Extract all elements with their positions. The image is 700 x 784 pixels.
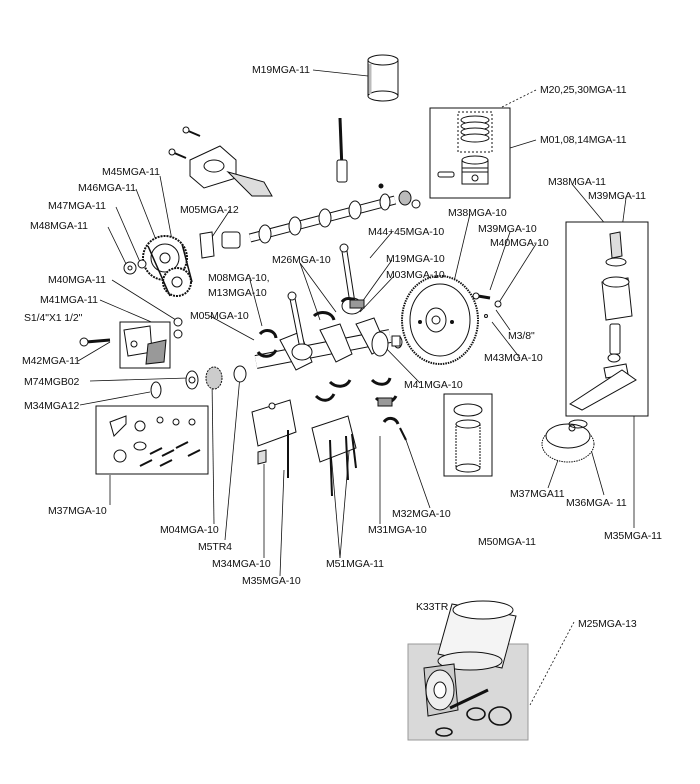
label-m42mga-11: M42MGA-11 [22, 355, 80, 367]
label-m47mga-11: M47MGA-11 [48, 200, 106, 212]
spigot-bush [391, 335, 401, 347]
label-m41mga-10: M41MGA-10 [404, 379, 463, 391]
label-m40mga-10: M40MGA-10 [490, 237, 549, 249]
label-m38mga-11: M38MGA-11 [548, 176, 606, 188]
label-m34mga12: M34MGA12 [24, 400, 80, 412]
label-m05mga-12: M05MGA-12 [180, 204, 239, 216]
label-m31mga-10: M31MGA-10 [368, 524, 427, 536]
label-m74mgb02: M74MGB02 [24, 376, 80, 388]
timing-gears [123, 235, 193, 297]
front-plate-gasket [199, 231, 215, 259]
label-m34mga-10: M34MGA-10 [212, 558, 271, 570]
label-m08mga-10: M08MGA-10, [208, 272, 270, 284]
label-m40mga-11: M40MGA-11 [48, 274, 106, 286]
label-m04mga-10: M04MGA-10 [160, 524, 219, 536]
bolt-s14 [79, 337, 111, 347]
label-m44-45mga-10: M44+45MGA-10 [368, 226, 445, 238]
lock-tab-box [95, 405, 209, 475]
label-m01-08-14mga-11: M01,08,14MGA-11 [540, 134, 627, 146]
label-m32mga-10: M32MGA-10 [392, 508, 451, 520]
label-m20-25-30mga-11: M20,25,30MGA-11 [540, 84, 627, 96]
label-m37mga-10: M37MGA-10 [48, 505, 107, 517]
label-m35mga-10: M35MGA-10 [242, 575, 301, 587]
tensioner-washer [173, 317, 183, 327]
oil-pump-box [565, 221, 649, 417]
label-m13mga-10: M13MGA-10 [208, 287, 267, 299]
label-m51mga-11: M51MGA-11 [326, 558, 384, 570]
label-m45mga-11: M45MGA-11 [102, 166, 160, 178]
oil-strainer-box [443, 393, 493, 477]
label-m36mga-11: M36MGA- 11 [566, 497, 627, 509]
main-bearing-caps [251, 399, 357, 497]
label-s14x1-12: S1/4"X1 1/2" [24, 312, 83, 324]
label-m38mga-10: M38MGA-10 [448, 207, 507, 219]
flywheel [391, 275, 479, 365]
tensioner-box [119, 321, 171, 369]
label-m43mga-10: M43MGA-10 [484, 352, 543, 364]
thrust-washers [382, 416, 407, 441]
spin-on-filter-kit [407, 600, 529, 741]
label-m39mga-10: M39MGA-10 [478, 223, 537, 235]
label-m03mga-10: M03MGA-10 [386, 269, 445, 281]
label-m05mga-10: M05MGA-10 [190, 310, 249, 322]
crankshaft [254, 317, 403, 371]
valve-gear [336, 117, 384, 189]
leader-lines [77, 69, 635, 706]
label-m3-8in: M3/8" [508, 330, 535, 342]
label-m48mga-11: M48MGA-11 [30, 220, 88, 232]
label-m41mga-11: M41MGA-11 [40, 294, 98, 306]
label-k33tr: K33TR [416, 601, 449, 613]
label-m19mga-10: M19MGA-10 [386, 253, 445, 265]
label-m5tr4: M5TR4 [198, 541, 232, 553]
label-m26mga-10: M26MGA-10 [272, 254, 331, 266]
tensioner-washer-2 [173, 329, 183, 339]
label-m50mga-11: M50MGA-11 [478, 536, 536, 548]
gudgeon-pin [437, 171, 455, 178]
label-m46mga-11: M46MGA-11 [78, 182, 136, 194]
label-m35mga-11: M35MGA-11 [604, 530, 662, 542]
piston [461, 155, 489, 185]
label-m37mga11: M37MGA11 [510, 488, 565, 500]
cylinder-liner [367, 54, 399, 102]
piston-rings [460, 115, 490, 143]
camshaft [248, 190, 421, 244]
distributor-drive [168, 126, 273, 197]
bearing-shells [256, 297, 398, 407]
crank-pulley-stack [150, 365, 247, 399]
label-m39mga-11: M39MGA-11 [588, 190, 646, 202]
piston-kit-box [429, 107, 511, 199]
label-m25mga-13: M25MGA-13 [578, 618, 637, 630]
pump-cover [541, 419, 595, 463]
flywheel-bolts [472, 292, 502, 318]
label-m19mga-11-top: M19MGA-11 [252, 64, 310, 76]
cam-bearing [221, 231, 241, 249]
